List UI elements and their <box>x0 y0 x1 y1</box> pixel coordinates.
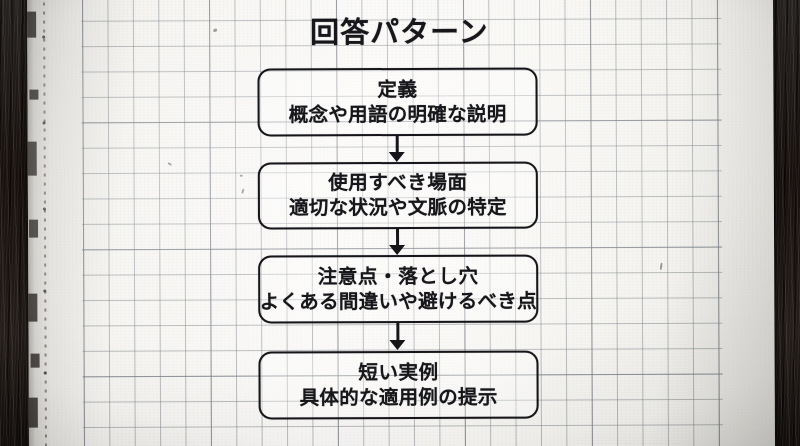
flow-node-heading: 短い実例 <box>358 360 439 384</box>
flow-node-pitfalls[interactable]: 注意点・落とし穴 よくある間違いや避けるべき点 <box>258 254 539 324</box>
flow-node-description: 具体的な適用例の提示 <box>299 385 498 409</box>
flow-node-description: 適切な状況や文脈の特定 <box>289 195 507 220</box>
arrow-down-icon <box>388 151 405 163</box>
flow-node-example[interactable]: 短い実例 具体的な適用例の提示 <box>258 350 539 420</box>
arrow-down-icon <box>389 339 406 351</box>
arrow-down-icon <box>389 244 406 256</box>
flow-node-heading: 注意点・落とし穴 <box>317 264 479 288</box>
flow-node-when-to-use[interactable]: 使用すべき場面 適切な状況や文脈の特定 <box>257 161 539 230</box>
flow-node-heading: 使用すべき場面 <box>328 170 468 195</box>
flow-node-description: 概念や用語の明確な説明 <box>288 102 507 126</box>
flow-node-definition[interactable]: 定義 概念や用語の明確な説明 <box>257 67 538 137</box>
diagram-title: 回答パターン <box>309 14 489 50</box>
flow-node-heading: 定義 <box>377 77 418 101</box>
flow-node-description: よくある間違いや避けるべき点 <box>259 289 537 313</box>
